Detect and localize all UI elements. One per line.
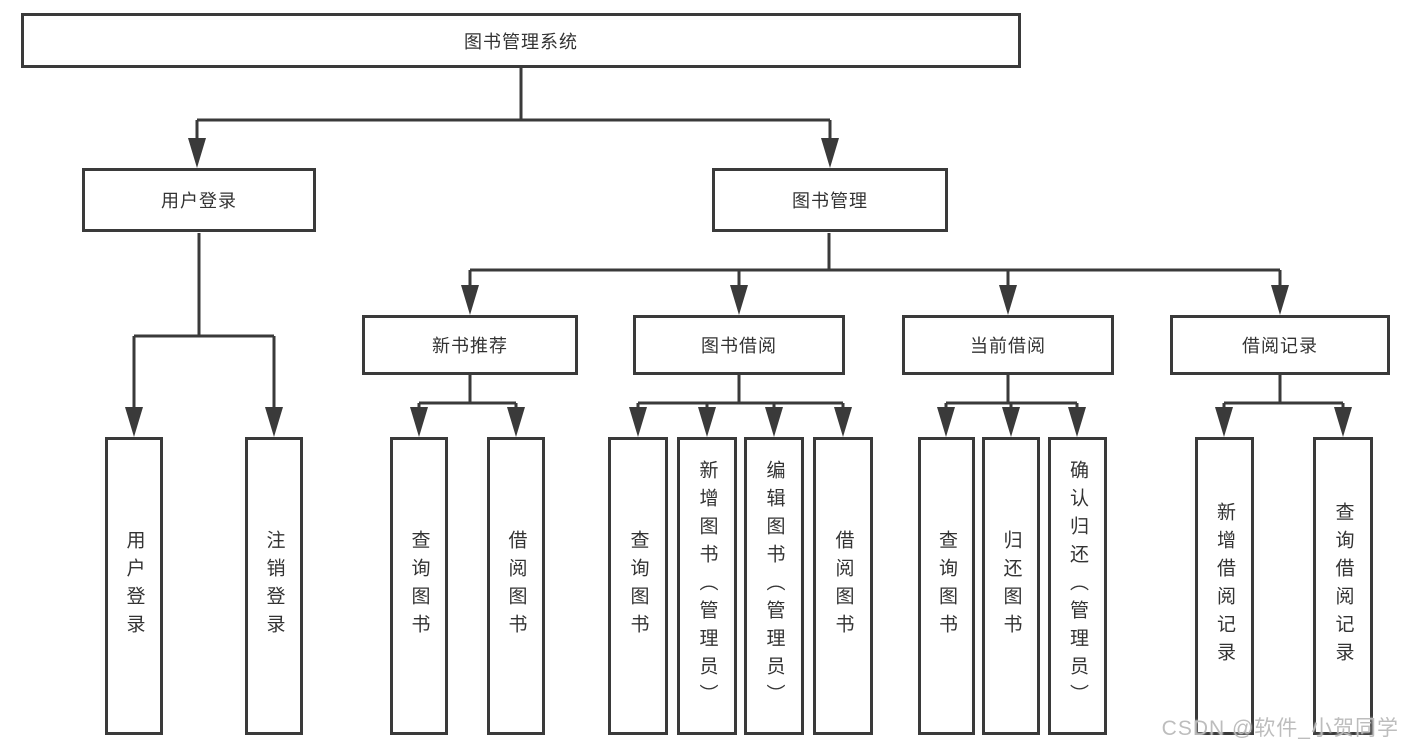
leaf-user-login: 用户登录 (105, 437, 163, 735)
leaf-query-borrow-record: 查询借阅记录 (1313, 437, 1373, 735)
node-book-borrow: 图书借阅 (633, 315, 845, 375)
leaf-return-books-label: 归还图书 (1000, 530, 1022, 642)
node-user-login-label: 用户登录 (161, 191, 237, 211)
node-book-management-label: 图书管理 (792, 191, 868, 211)
leaf-borrow-books-recommend: 借阅图书 (487, 437, 545, 735)
leaf-logout-label: 注销登录 (263, 530, 285, 642)
leaf-add-books-admin: 新增图书（管理员） (677, 437, 737, 735)
node-borrow-record-label: 借阅记录 (1242, 336, 1318, 356)
leaf-query-books-recommend-label: 查询图书 (408, 530, 430, 642)
node-book-borrow-label: 图书借阅 (701, 336, 777, 356)
leaf-query-books-borrow: 查询图书 (608, 437, 668, 735)
leaf-query-books-recommend: 查询图书 (390, 437, 448, 735)
leaf-edit-books-admin: 编辑图书（管理员） (744, 437, 804, 735)
leaf-query-books-current: 查询图书 (918, 437, 975, 735)
leaf-user-login-label: 用户登录 (123, 530, 145, 642)
leaf-add-books-admin-label: 新增图书（管理员） (696, 460, 718, 712)
leaf-edit-books-admin-label: 编辑图书（管理员） (763, 460, 785, 712)
leaf-logout: 注销登录 (245, 437, 303, 735)
node-current-borrow: 当前借阅 (902, 315, 1114, 375)
leaf-borrow-books-recommend-label: 借阅图书 (505, 530, 527, 642)
node-library-system: 图书管理系统 (21, 13, 1021, 68)
leaf-add-borrow-record-label: 新增借阅记录 (1214, 502, 1235, 670)
leaf-confirm-return-admin-label: 确认归还（管理员） (1067, 460, 1088, 712)
leaf-query-borrow-record-label: 查询借阅记录 (1332, 502, 1354, 670)
node-book-management: 图书管理 (712, 168, 948, 232)
node-library-system-label: 图书管理系统 (464, 31, 578, 52)
csdn-watermark: CSDN @软件_小贺同学 (1161, 717, 1399, 740)
leaf-borrow-books-label: 借阅图书 (832, 530, 854, 642)
leaf-borrow-books: 借阅图书 (813, 437, 873, 735)
arrowheads (125, 138, 1352, 437)
node-user-login: 用户登录 (82, 168, 316, 232)
node-new-book-recommend-label: 新书推荐 (432, 336, 508, 356)
node-borrow-record: 借阅记录 (1170, 315, 1390, 375)
leaf-query-books-borrow-label: 查询图书 (627, 530, 649, 642)
leaf-return-books: 归还图书 (982, 437, 1040, 735)
leaf-confirm-return-admin: 确认归还（管理员） (1048, 437, 1107, 735)
leaf-add-borrow-record: 新增借阅记录 (1195, 437, 1254, 735)
node-current-borrow-label: 当前借阅 (970, 336, 1046, 356)
leaf-query-books-current-label: 查询图书 (936, 530, 957, 642)
node-new-book-recommend: 新书推荐 (362, 315, 578, 375)
